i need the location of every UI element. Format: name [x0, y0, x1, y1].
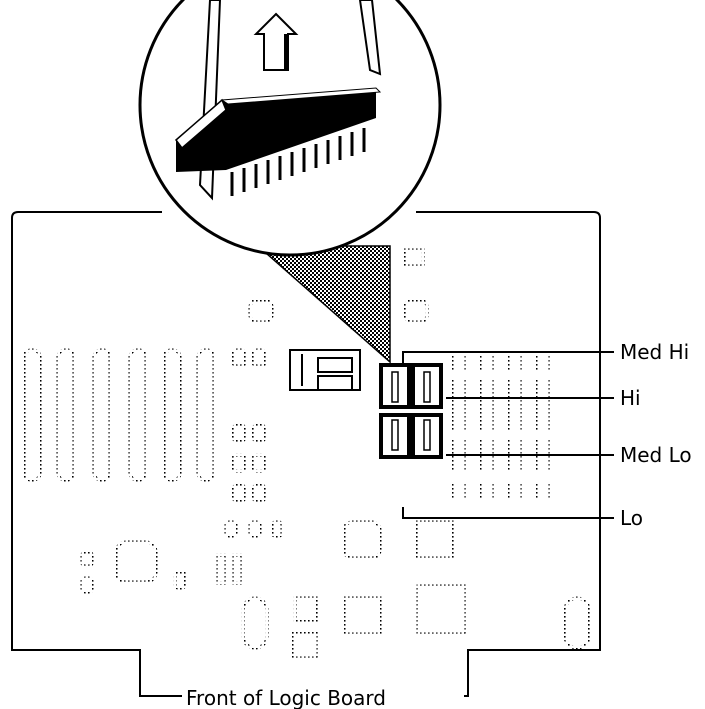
rom-chip-icon	[174, 87, 382, 196]
up-arrow-icon	[253, 12, 299, 71]
rom-sockets	[379, 363, 443, 459]
magnifier-wedge	[256, 245, 391, 364]
rom-socket-hi	[411, 363, 443, 409]
front-label-bg	[182, 686, 464, 709]
rom-socket-lo	[411, 413, 443, 459]
label-med-lo: Med Lo	[620, 443, 692, 467]
label-med-hi: Med Hi	[620, 340, 689, 364]
dram-connectors	[450, 356, 552, 500]
magnifier-circle	[138, 0, 442, 257]
label-lo: Lo	[620, 506, 643, 530]
rom-socket-notches	[391, 371, 431, 451]
expansion-slots	[22, 348, 216, 482]
callout-lines	[402, 351, 614, 519]
board-components	[80, 248, 591, 660]
label-hi: Hi	[620, 386, 641, 410]
rom-socket-med-hi	[379, 363, 411, 409]
front-of-logic-board-label: Front of Logic Board	[186, 686, 386, 709]
rom-socket-med-lo	[379, 413, 411, 459]
resistor-block	[289, 349, 361, 391]
